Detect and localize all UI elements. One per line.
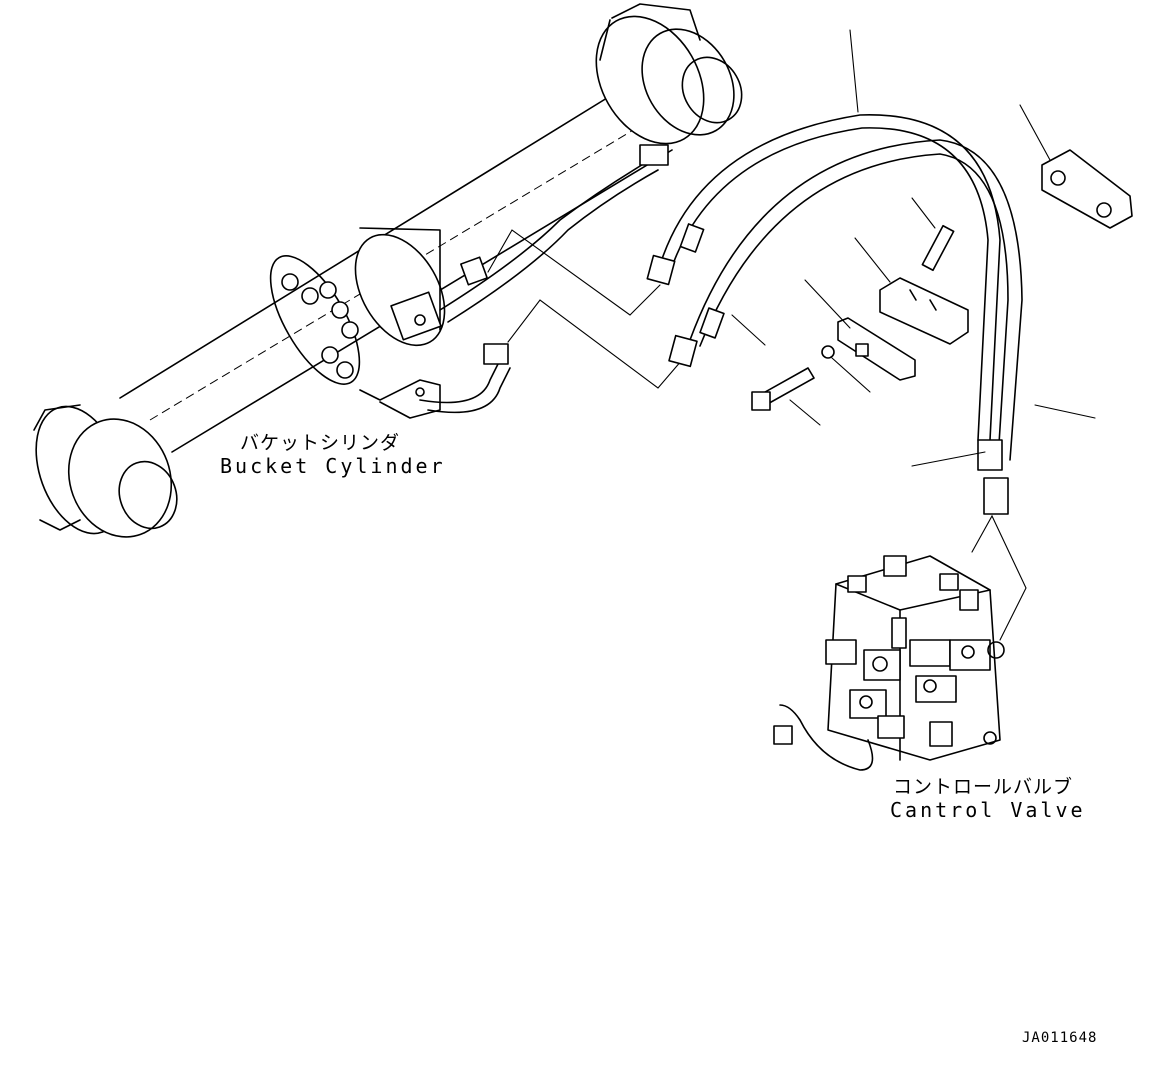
hose-clamp-icon — [804, 104, 1133, 393]
control-valve-label-jp: コントロールバルブ — [893, 776, 1074, 798]
hydraulic-hose-icon — [646, 29, 1096, 515]
bucket-cylinder-label-jp: バケットシリンダ — [240, 432, 401, 454]
bolt-icon — [751, 367, 821, 426]
bucket-cylinder-icon — [33, 3, 743, 538]
control-valve-label-en: Cantrol Valve — [890, 798, 1086, 822]
drawing-ref-number: JA011648 — [1022, 1030, 1098, 1046]
bucket-cylinder-label-en: Bucket Cylinder — [220, 454, 446, 478]
control-valve-icon — [773, 555, 1005, 771]
